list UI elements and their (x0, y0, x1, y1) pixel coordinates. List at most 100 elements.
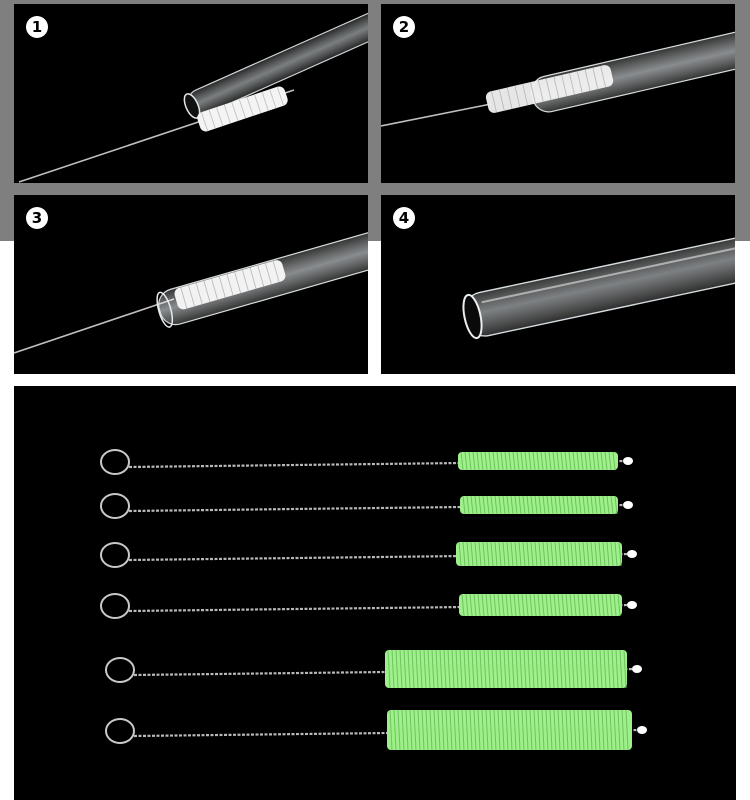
bristle-strand (455, 649, 459, 689)
bristle-strand (458, 541, 462, 567)
bristle-strand (518, 541, 522, 567)
bristle-strand (610, 541, 614, 567)
bristle-lines (200, 86, 284, 132)
bristle-strand (437, 709, 441, 751)
bristle-strand (554, 541, 558, 567)
bristle-strand (482, 495, 486, 515)
bristle-strand (566, 541, 570, 567)
bristle-strand (592, 451, 596, 471)
bristle-strand (557, 593, 561, 617)
bristle-strand (614, 495, 618, 515)
bristle-strand (578, 495, 582, 515)
brush-tip (637, 726, 647, 734)
glass-straw (462, 233, 735, 340)
bristle-strand (427, 649, 431, 689)
bristle-strand (601, 709, 605, 751)
bristle-strand (566, 495, 570, 515)
bristle-strand (524, 451, 528, 471)
bristle-strand (451, 649, 455, 689)
bristle-strand (597, 709, 601, 751)
brush-tip (627, 601, 637, 609)
bristle-strand (527, 649, 531, 689)
bristle-strand (507, 649, 511, 689)
bristle-strand (582, 541, 586, 567)
bristle-strand (514, 495, 518, 515)
bristle-strand (419, 649, 423, 689)
bristle-strand (533, 593, 537, 617)
bristle-strand (591, 649, 595, 689)
bristle-strand (512, 451, 516, 471)
bristle-strand (586, 541, 590, 567)
brush-set-panel (14, 386, 736, 800)
bristle-strand (606, 495, 610, 515)
bristle-strand (548, 451, 552, 471)
bristle-strand (613, 593, 617, 617)
bristle-strand (491, 649, 495, 689)
bristle-strand (467, 649, 471, 689)
bristle-strand (613, 709, 617, 751)
bristle-strand (558, 495, 562, 515)
bristle-strand (538, 495, 542, 515)
bristle-strand (529, 593, 533, 617)
bristle-strand (466, 541, 470, 567)
bristle-strand (540, 451, 544, 471)
bristle-strand (502, 495, 506, 515)
bristle-strand (569, 709, 573, 751)
step-panel-2: 2 (381, 4, 735, 183)
brush-item (100, 593, 637, 619)
bristle-strand (509, 593, 513, 617)
bristle-strand (417, 709, 421, 751)
bristle-strand (539, 649, 543, 689)
bristle-strand (526, 541, 530, 567)
bristle-strand (528, 451, 532, 471)
bristle-strand (494, 541, 498, 567)
bristle-strand (494, 495, 498, 515)
bristle-strand (463, 649, 467, 689)
bristle-strand (413, 709, 417, 751)
bristle-strand (544, 451, 548, 471)
bristle-strand (605, 709, 609, 751)
bristle-strand (522, 541, 526, 567)
bristle-strand (490, 541, 494, 567)
bristle-strand (502, 541, 506, 567)
bristle-strand (583, 649, 587, 689)
bristle-strand (536, 451, 540, 471)
bristle-strand (593, 593, 597, 617)
bristle-strand (603, 649, 607, 689)
bristle-strand (589, 709, 593, 751)
bristle-strand (513, 709, 517, 751)
step-number-badge: 3 (26, 207, 48, 229)
brush-head (174, 260, 286, 310)
bristle-strand (472, 451, 476, 471)
loop-handle (100, 593, 130, 619)
bristle-strand (503, 649, 507, 689)
bristle-strand (571, 649, 575, 689)
bristle-strand (625, 709, 629, 751)
step-number-badge: 1 (26, 16, 48, 38)
bristle-strand (488, 451, 492, 471)
bristle-strand (577, 709, 581, 751)
bristle-strand (501, 593, 505, 617)
bristle-strand (464, 451, 468, 471)
brush-wire (14, 298, 175, 354)
bristle-strand (551, 649, 555, 689)
bristle-strand (433, 709, 437, 751)
bristle-strand (573, 709, 577, 751)
bristle-strand (573, 593, 577, 617)
bristle-strand (525, 593, 529, 617)
bristle-strand (596, 451, 600, 471)
bristle-strand (600, 451, 604, 471)
bristle-strand (555, 649, 559, 689)
bristle-strand (558, 541, 562, 567)
bristle-strand (575, 649, 579, 689)
bristle-strand (470, 495, 474, 515)
bristle-strand (487, 649, 491, 689)
bristle-strand (504, 451, 508, 471)
bristle-strand (474, 495, 478, 515)
bristle-strand (389, 709, 393, 751)
bristle-strand (546, 495, 550, 515)
bristle-strand (405, 709, 409, 751)
bristle-strand (465, 709, 469, 751)
bristle-strand (595, 649, 599, 689)
bristle-strand (505, 593, 509, 617)
